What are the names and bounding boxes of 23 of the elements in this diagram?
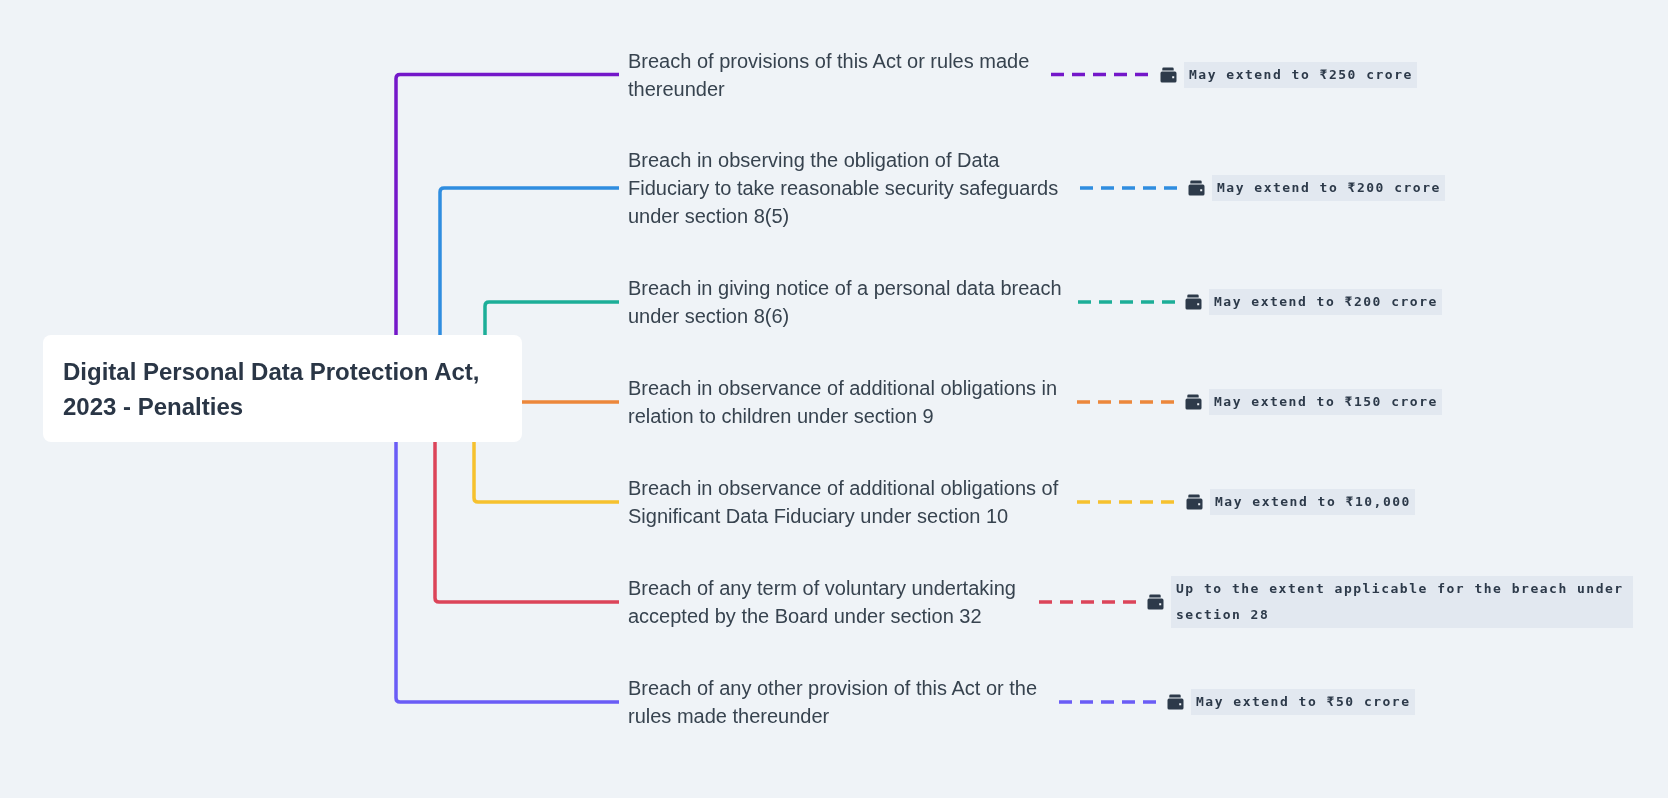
penalty-amount: May extend to ₹150 crore xyxy=(1209,389,1442,415)
connector xyxy=(483,300,619,335)
connector xyxy=(433,442,619,604)
connector xyxy=(472,442,619,504)
branch-text: Breach in observance of additional obligations of Significant Data Fiduciary under section 10 xyxy=(628,477,1059,527)
branch-text: Breach of any other provision of this Act or the rules made thereunder xyxy=(628,677,1038,727)
penalty-amount: May extend to ₹250 crore xyxy=(1184,61,1417,88)
penalty-amount: May extend to ₹10,000 xyxy=(1210,489,1415,515)
branch-text: Breach in observing the obligation of Data Fiduciary to take reasonable security safeguards under section 8(5) xyxy=(628,149,1059,227)
penalty-amount: May extend to ₹200 crore xyxy=(1209,289,1442,315)
connector xyxy=(438,186,619,335)
title-card xyxy=(43,335,522,442)
penalty-amount: May extend to ₹50 crore xyxy=(1191,689,1415,715)
title-text: Digital Personal Data Protection Act, 2023 - Penalties xyxy=(63,356,481,422)
connector xyxy=(522,400,619,404)
branch-text: Breach in observance of additional obligations in relation to children under section 9 xyxy=(628,377,1058,427)
connector xyxy=(394,72,619,335)
penalty-amount: May extend to ₹200 crore xyxy=(1212,175,1445,201)
branch-text: Breach of any term of voluntary undertaking accepted by the Board under section 32 xyxy=(628,577,1016,627)
branch-text: Breach in giving notice of a personal data breach under section 8(6) xyxy=(628,277,1062,327)
penalty-amount: Up to the extent applicable for the breach under section 28 xyxy=(1171,576,1633,628)
branch-text: Breach of provisions of this Act or rules made thereunder xyxy=(628,49,1030,100)
connector xyxy=(394,442,619,704)
